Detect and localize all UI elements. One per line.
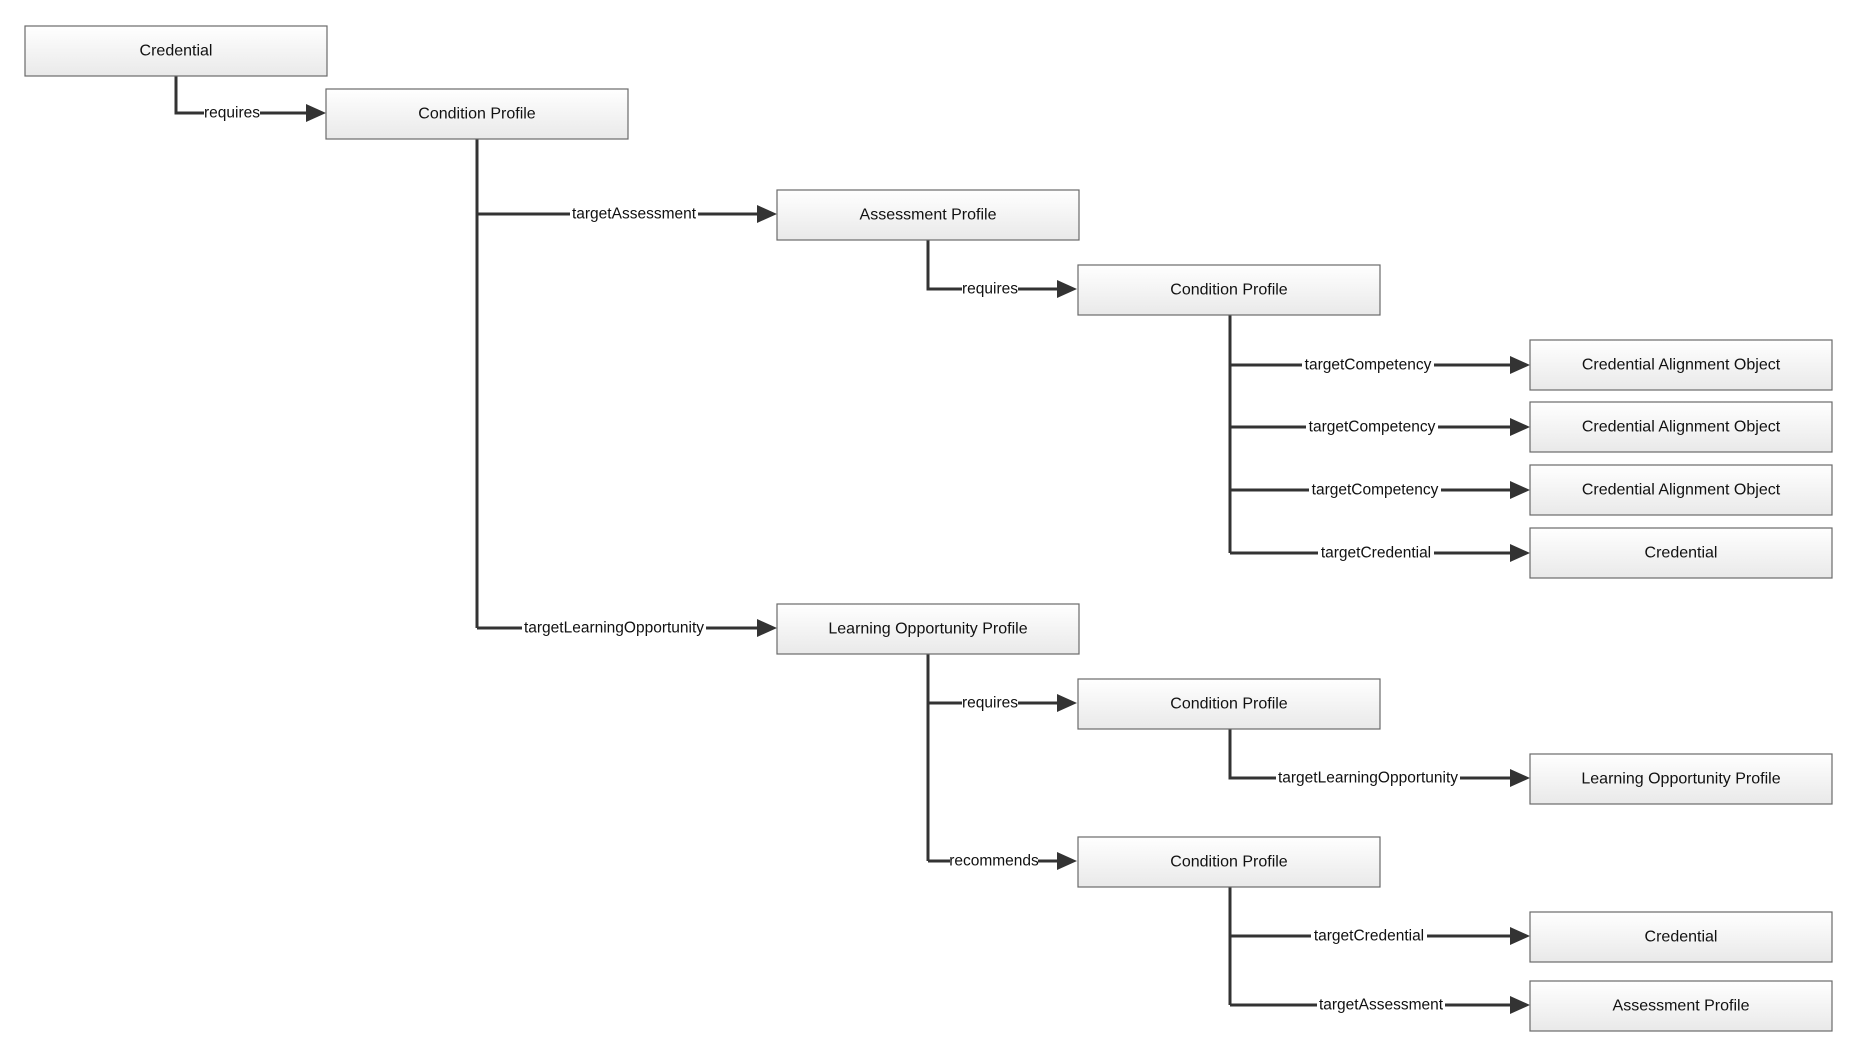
node-label: Credential Alignment Object <box>1582 419 1781 436</box>
edge-recommends: recommends <box>928 851 1077 871</box>
node-label: Assessment Profile <box>860 207 997 224</box>
edge-label: targetCredential <box>1321 545 1431 562</box>
node-label: Condition Profile <box>1170 282 1288 299</box>
edge-credential-requires-condition-profile: requires <box>174 76 326 123</box>
edge-label: recommends <box>949 853 1039 870</box>
edge-label: targetAssessment <box>1319 997 1444 1014</box>
node-credential[interactable]: Credential <box>1529 911 1833 963</box>
edge-target-learning-opportunity-1: targetLearningOpportunity <box>477 618 777 638</box>
edge-target-learning-opportunity-2: targetLearningOpportunity <box>1228 729 1530 788</box>
arrow-head-icon <box>1510 418 1530 436</box>
node-credential-alignment-object[interactable]: Credential Alignment Object <box>1529 401 1833 453</box>
node-label: Condition Profile <box>1170 854 1288 871</box>
edge-target-competency-2: targetCompetency <box>1230 417 1530 437</box>
node-condition-profile[interactable]: Condition Profile <box>1077 264 1381 316</box>
edge-label: targetCompetency <box>1312 482 1439 499</box>
arrow-head-icon <box>1057 852 1077 870</box>
edge-target-competency-1: targetCompetency <box>1230 355 1530 375</box>
arrow-head-icon <box>306 104 326 122</box>
node-label: Learning Opportunity Profile <box>1581 771 1780 788</box>
node-assessment-profile[interactable]: Assessment Profile <box>776 189 1080 241</box>
node-credential-alignment-object[interactable]: Credential Alignment Object <box>1529 339 1833 391</box>
node-condition-profile[interactable]: Condition Profile <box>325 88 629 140</box>
node-label: Assessment Profile <box>1613 998 1750 1015</box>
edge-learning-requires: requires <box>928 693 1077 713</box>
node-credential-alignment-object[interactable]: Credential Alignment Object <box>1529 464 1833 516</box>
node-label: Credential Alignment Object <box>1582 482 1781 499</box>
node-label: Credential <box>140 43 213 60</box>
edge-target-competency-3: targetCompetency <box>1230 480 1530 500</box>
arrow-head-icon <box>1057 694 1077 712</box>
edge-label: targetLearningOpportunity <box>524 620 704 637</box>
node-learning-opportunity-profile[interactable]: Learning Opportunity Profile <box>1529 753 1833 805</box>
arrow-head-icon <box>757 619 777 637</box>
node-label: Learning Opportunity Profile <box>828 621 1027 638</box>
node-credential[interactable]: Credential <box>1529 527 1833 579</box>
node-learning-opportunity-profile[interactable]: Learning Opportunity Profile <box>776 603 1080 655</box>
arrow-head-icon <box>1510 544 1530 562</box>
edge-label: targetCompetency <box>1309 419 1436 436</box>
edge-assessment-requires: requires <box>926 240 1077 299</box>
edge-target-credential-1: targetCredential <box>1230 543 1530 563</box>
connector-line <box>174 76 306 115</box>
edge-target-assessment: targetAssessment <box>477 204 777 224</box>
node-label: Condition Profile <box>1170 696 1288 713</box>
node-label: Credential <box>1645 929 1718 946</box>
edge-target-assessment-2: targetAssessment <box>1230 995 1530 1015</box>
arrow-head-icon <box>1510 927 1530 945</box>
edge-target-credential-2: targetCredential <box>1230 926 1530 946</box>
edge-label: requires <box>962 695 1018 712</box>
node-label: Condition Profile <box>418 106 536 123</box>
edge-label: requires <box>204 105 260 122</box>
arrow-head-icon <box>757 205 777 223</box>
arrow-head-icon <box>1510 996 1530 1014</box>
edge-label: targetLearningOpportunity <box>1278 770 1458 787</box>
node-label: Credential Alignment Object <box>1582 357 1781 374</box>
edge-label: targetCredential <box>1314 928 1424 945</box>
edge-label: targetAssessment <box>572 206 697 223</box>
node-condition-profile[interactable]: Condition Profile <box>1077 836 1381 888</box>
arrow-head-icon <box>1510 769 1530 787</box>
node-condition-profile[interactable]: Condition Profile <box>1077 678 1381 730</box>
node-credential[interactable]: Credential <box>24 25 328 77</box>
node-label: Credential <box>1645 545 1718 562</box>
edge-label: requires <box>962 281 1018 298</box>
arrow-head-icon <box>1510 481 1530 499</box>
arrow-head-icon <box>1057 280 1077 298</box>
arrow-head-icon <box>1510 356 1530 374</box>
node-assessment-profile[interactable]: Assessment Profile <box>1529 980 1833 1032</box>
edge-label: targetCompetency <box>1305 357 1432 374</box>
